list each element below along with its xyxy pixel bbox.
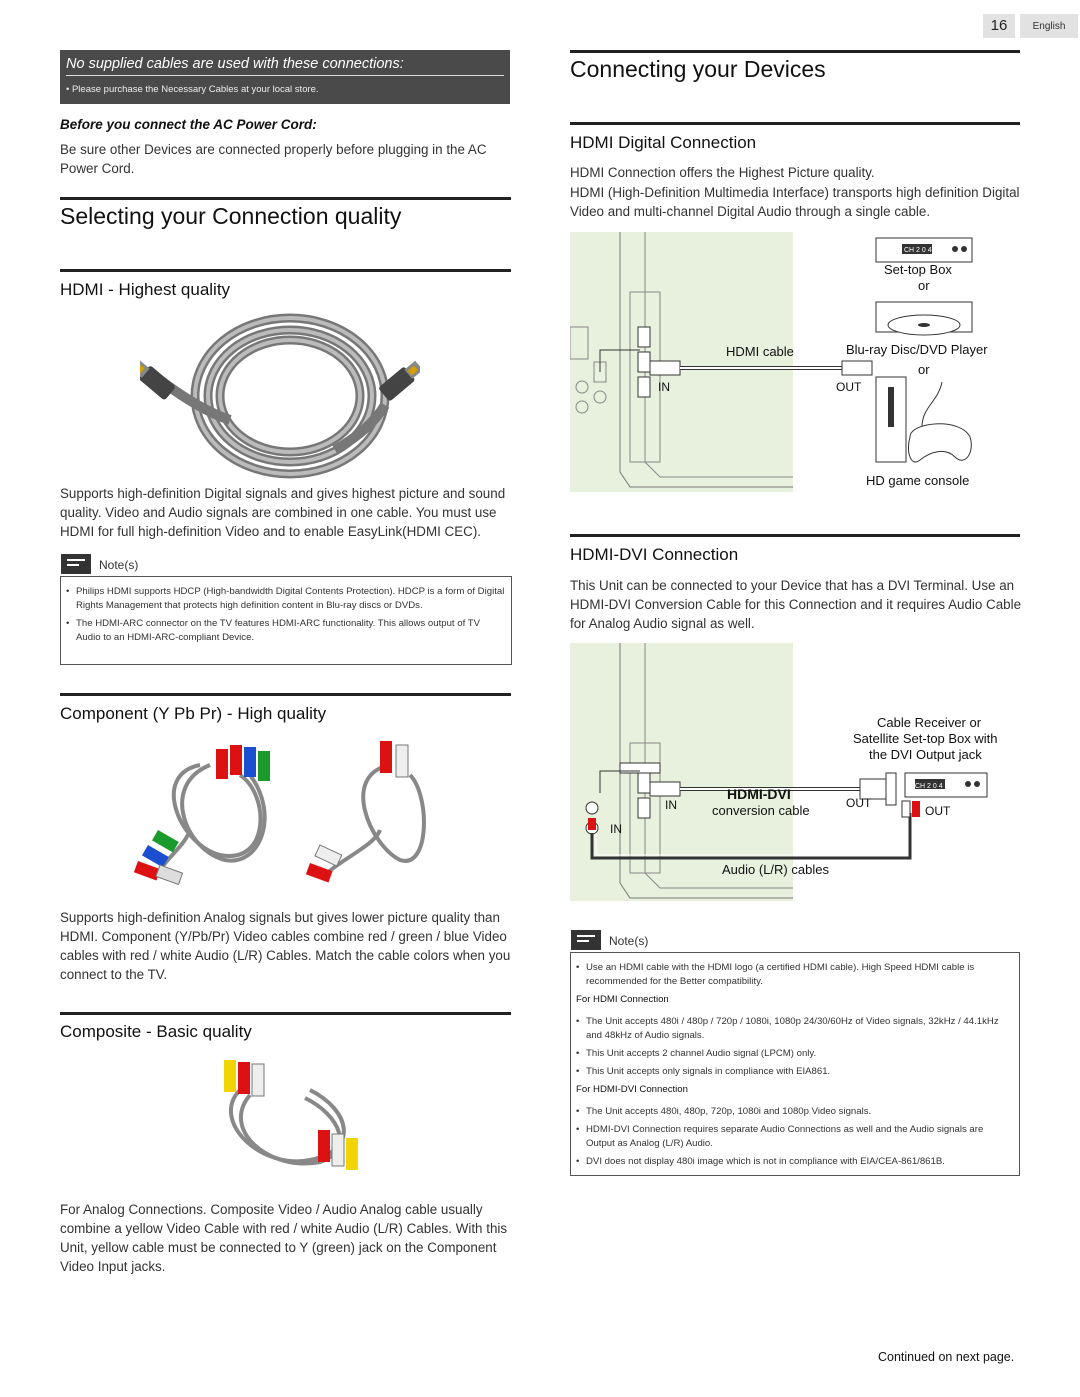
page-number: 16: [983, 14, 1015, 38]
hdmi-cable-image: [140, 313, 420, 479]
note-item: Philips HDMI supports HDCP (High-bandwid…: [66, 585, 506, 613]
before-heading: Before you connect the AC Power Cord:: [60, 117, 317, 132]
notice-title: No supplied cables are used with these c…: [66, 56, 404, 72]
note-item: This Unit accepts 2 channel Audio signal…: [576, 1047, 1014, 1061]
continued-label: Continued on next page.: [878, 1350, 1015, 1364]
note-item: The HDMI-ARC connector on the TV feature…: [66, 617, 506, 645]
section-title: Selecting your Connection quality: [60, 203, 402, 229]
receiver-label-2: Satellite Set-top Box with: [853, 731, 998, 746]
connecting-title: Connecting your Devices: [570, 56, 826, 82]
component-title: Component (Y Pb Pr) - High quality: [60, 704, 327, 723]
notes-box-right: Use an HDMI cable with the HDMI logo (a …: [570, 952, 1020, 1176]
hdmi-connection-diagram: [570, 232, 973, 492]
hdmi-quality-title: HDMI - Highest quality: [60, 280, 231, 299]
note-item: HDMI-DVI Connection requires separate Au…: [576, 1123, 1014, 1151]
dvi-cable-label: HDMI-DVI: [727, 786, 791, 802]
receiver-display: CH 2 0 4: [915, 783, 943, 790]
audio-in-label: IN: [610, 822, 622, 836]
dvi-connection-title: HDMI-DVI Connection: [570, 545, 739, 564]
dvi-in-label: IN: [665, 798, 677, 812]
note-item: The Unit accepts 480i / 480p / 720p / 10…: [576, 1015, 1014, 1043]
or-label-1: or: [918, 278, 930, 293]
in-label: IN: [658, 380, 670, 394]
dvi-cable-sub-label: conversion cable: [712, 803, 810, 818]
note-item: DVI does not display 480i image which is…: [576, 1155, 1014, 1169]
notes-icon: [61, 554, 91, 574]
component-text: Supports high-definition Analog signals …: [60, 910, 511, 982]
composite-title: Composite - Basic quality: [60, 1022, 252, 1041]
settop-label: Set-top Box: [884, 262, 952, 277]
hdmi-connection-text1: HDMI Connection offers the Highest Pictu…: [570, 165, 875, 180]
note-item: Use an HDMI cable with the HDMI logo (a …: [576, 961, 1014, 989]
bluray-label: Blu-ray Disc/DVD Player: [846, 342, 988, 357]
composite-text: For Analog Connections. Composite Video …: [60, 1202, 508, 1274]
page-language: English: [1020, 14, 1078, 38]
audio-cables-label: Audio (L/R) cables: [722, 862, 829, 877]
notes-label-right: Note(s): [571, 930, 671, 952]
hdmi-quality-text: Supports high-definition Digital signals…: [60, 486, 506, 539]
dvi-connection-text: This Unit can be connected to your Devic…: [570, 578, 1022, 631]
audio-out-label: OUT: [925, 804, 951, 818]
note-item: The Unit accepts 480i, 480p, 720p, 1080i…: [576, 1105, 1014, 1119]
composite-cable-image: [224, 1060, 358, 1170]
out-label: OUT: [836, 380, 862, 394]
for-dvi-heading: For HDMI-DVI Connection: [576, 1084, 688, 1095]
receiver-label-3: the DVI Output jack: [869, 747, 982, 762]
receiver-label-1: Cable Receiver or: [877, 715, 982, 730]
dvi-out-label: OUT: [846, 796, 872, 810]
game-console-label: HD game console: [866, 473, 970, 488]
before-text: Be sure other Devices are connected prop…: [60, 142, 487, 176]
or-label-2: or: [918, 362, 930, 377]
for-hdmi-heading: For HDMI Connection: [576, 994, 669, 1005]
note-item: This Unit accepts only signals in compli…: [576, 1065, 1014, 1079]
notes-box-left: Philips HDMI supports HDCP (High-bandwid…: [60, 576, 512, 665]
notes-label-left: Note(s): [61, 554, 161, 576]
hdmi-connection-text2: HDMI (High-Definition Multimedia Interfa…: [570, 185, 1020, 219]
hdmi-connection-title: HDMI Digital Connection: [570, 133, 757, 152]
hdmi-cable-label: HDMI cable: [726, 344, 794, 359]
notice-bullet: • Please purchase the Necessary Cables a…: [66, 84, 319, 95]
notes-icon: [571, 930, 601, 950]
settop-display: CH 2 0 4: [904, 247, 932, 254]
dvi-connection-diagram: [570, 643, 988, 901]
component-cable-image: [133, 741, 426, 886]
no-cables-notice: No supplied cables are used with these c…: [60, 50, 510, 104]
